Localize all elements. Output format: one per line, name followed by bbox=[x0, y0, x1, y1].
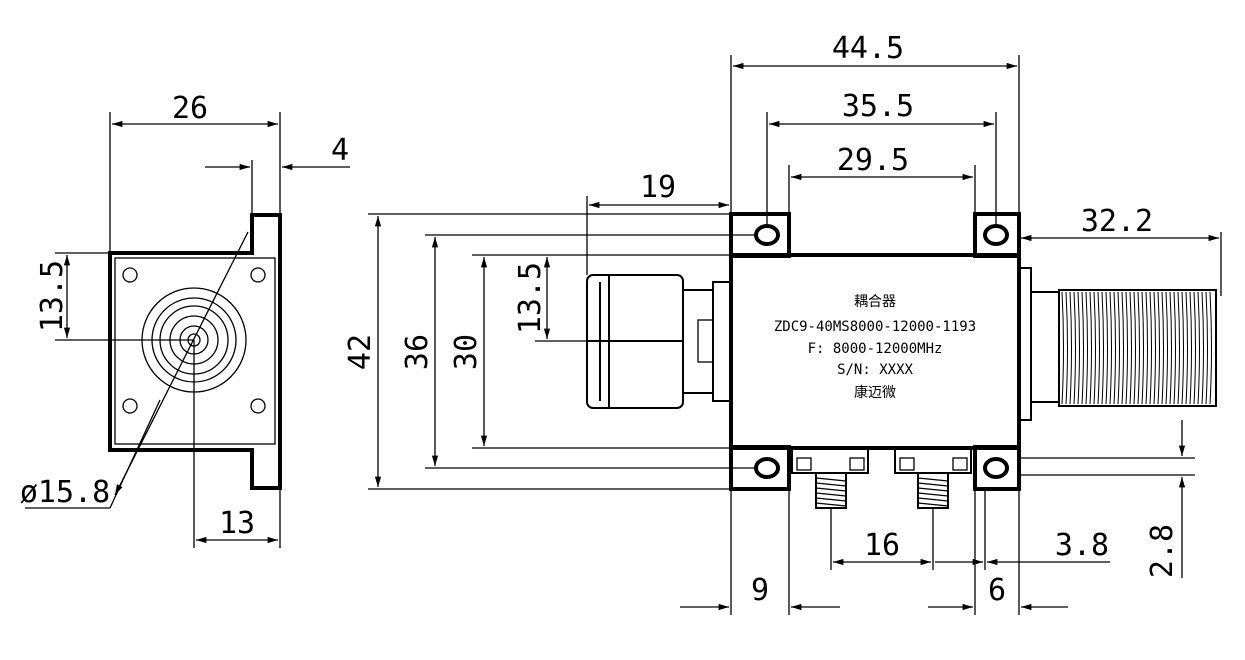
top-view: 耦合器 ZDC9-40MS8000-12000-1193 F: 8000-120… bbox=[343, 31, 1222, 615]
dim-9: 9 bbox=[751, 573, 769, 608]
dim-32-2: 32.2 bbox=[1081, 204, 1153, 239]
mount-hole-tr bbox=[250, 267, 266, 283]
ear-tr bbox=[973, 212, 1021, 258]
dim-13: 13 bbox=[219, 506, 255, 541]
dim-6: 6 bbox=[988, 573, 1006, 608]
dim-diameter: ø15.8 bbox=[20, 475, 110, 510]
mount-hole-bl bbox=[122, 398, 138, 414]
dim-2-8: 2.8 bbox=[1145, 524, 1180, 578]
dim-4: 4 bbox=[331, 133, 349, 168]
dim-30: 30 bbox=[449, 334, 484, 370]
label-serial: S/N: XXXX bbox=[837, 362, 913, 378]
sma-port-right bbox=[894, 447, 972, 509]
mount-hole-br bbox=[250, 398, 266, 414]
label-type: 耦合器 bbox=[854, 294, 896, 310]
ear-hole-tr bbox=[983, 224, 1009, 246]
dim-44-5: 44.5 bbox=[832, 31, 904, 66]
end-view-inner-plate bbox=[114, 257, 276, 445]
ear-hole-br bbox=[983, 457, 1009, 479]
label-frequency: F: 8000-12000MHz bbox=[808, 341, 943, 357]
dim-26: 26 bbox=[172, 91, 208, 126]
left-connector bbox=[586, 274, 732, 409]
ear-br bbox=[973, 445, 1021, 491]
dim-36: 36 bbox=[400, 334, 435, 370]
label-brand: 康迈微 bbox=[854, 384, 896, 401]
dim-35-5: 35.5 bbox=[842, 89, 914, 124]
sma-port-left bbox=[791, 447, 869, 509]
ear-hole-tl bbox=[754, 224, 780, 246]
end-view-outline bbox=[108, 213, 282, 490]
mount-hole-tl bbox=[122, 267, 138, 283]
label-model: ZDC9-40MS8000-12000-1193 bbox=[774, 319, 976, 335]
thread-pattern bbox=[1061, 291, 1212, 405]
right-connector bbox=[1018, 267, 1217, 421]
dim-29-5: 29.5 bbox=[837, 143, 909, 178]
dim-3-8: 3.8 bbox=[1055, 528, 1109, 563]
end-view: 26 4 13.5 ø15.8 13 bbox=[20, 91, 350, 548]
dim-42: 42 bbox=[343, 334, 378, 370]
ear-hole-bl bbox=[754, 457, 780, 479]
dim-13-5-left: 13.5 bbox=[35, 260, 70, 332]
dim-19: 19 bbox=[640, 170, 676, 205]
dim-13-5: 13.5 bbox=[513, 262, 548, 334]
dim-16: 16 bbox=[864, 528, 900, 563]
